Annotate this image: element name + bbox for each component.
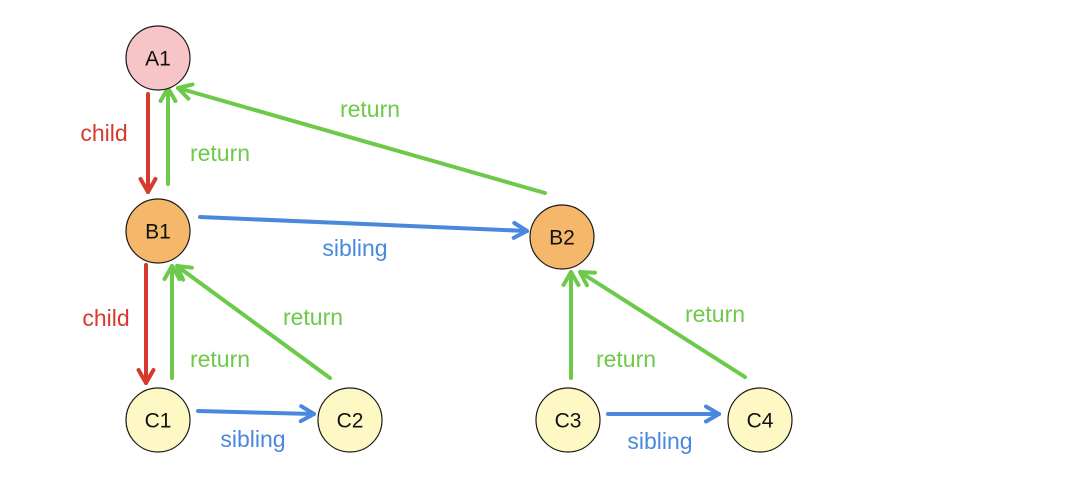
edge-return: [175, 264, 332, 380]
edge-label-return: return: [190, 140, 250, 166]
edges-layer: [136, 82, 747, 424]
arrowhead-icon: [511, 220, 529, 240]
edge-label-sibling: sibling: [220, 426, 285, 452]
arrowhead-icon: [298, 404, 316, 424]
edge-child: [138, 92, 158, 194]
edge-return: [158, 86, 178, 186]
edge-line-sibling: [196, 409, 316, 416]
node-circle: [125, 387, 191, 453]
node-c1: C1: [125, 387, 191, 453]
arrowhead-icon: [175, 264, 194, 282]
edge-sibling: [196, 404, 316, 424]
node-a1: A1: [125, 25, 191, 91]
edge-label-sibling: sibling: [627, 428, 692, 454]
edge-return: [162, 264, 182, 380]
edge-label-return: return: [685, 301, 745, 327]
arrowhead-icon: [703, 404, 721, 424]
edge-label-return: return: [283, 304, 343, 330]
node-label: C4: [747, 410, 774, 433]
node-label: B1: [145, 221, 171, 244]
arrowhead-icon: [136, 367, 156, 385]
node-label: B2: [549, 227, 575, 250]
edge-sibling: [198, 215, 529, 240]
node-label: C2: [337, 410, 364, 433]
node-circle: [727, 387, 793, 453]
node-label: A1: [145, 48, 171, 71]
edge-line-return: [176, 86, 547, 195]
node-c4: C4: [727, 387, 793, 453]
node-c3: C3: [535, 387, 601, 453]
edge-label-return: return: [190, 346, 250, 372]
edge-line-return: [175, 264, 332, 380]
edge-return: [176, 82, 547, 195]
arrowhead-icon: [138, 176, 158, 194]
edge-child: [136, 263, 156, 385]
node-circle: [529, 204, 595, 270]
edge-label-return: return: [596, 346, 656, 372]
node-circle: [317, 387, 383, 453]
arrowhead-icon: [561, 270, 581, 288]
edge-label-sibling: sibling: [322, 235, 387, 261]
edge-label-child: child: [80, 120, 127, 146]
edge-line-return: [578, 270, 747, 379]
edge-line-sibling: [198, 215, 529, 233]
node-b2: B2: [529, 204, 595, 270]
edge-sibling: [606, 404, 721, 424]
node-circle: [125, 25, 191, 91]
node-c2: C2: [317, 387, 383, 453]
edge-return: [578, 270, 747, 379]
edge-label-return: return: [340, 96, 400, 122]
edge-label-child: child: [82, 305, 129, 331]
edge-return: [561, 270, 581, 380]
edge-labels-layer: child return return sibling child return retur…: [80, 96, 745, 454]
node-circle: [125, 198, 191, 264]
node-label: C3: [555, 410, 582, 433]
node-label: C1: [145, 410, 172, 433]
arrowhead-icon: [176, 82, 195, 101]
arrowhead-icon: [578, 270, 597, 288]
arrowhead-icon: [162, 264, 182, 282]
node-circle: [535, 387, 601, 453]
node-b1: B1: [125, 198, 191, 264]
